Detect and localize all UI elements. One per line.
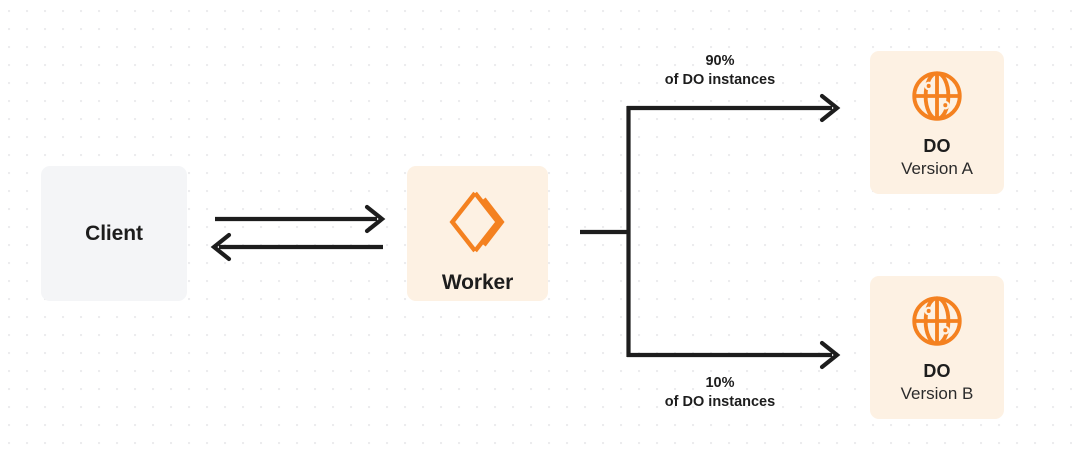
globe-icon (909, 68, 965, 124)
node-do-a-subtitle: Version A (901, 159, 973, 178)
edge-label-do-a-percent: 90% (705, 53, 735, 69)
edge-label-do-a-description: of DO instances (664, 72, 776, 88)
edge-label-do-b: 10% of DO instances (592, 374, 848, 412)
node-do-version-a[interactable]: DO Version A (870, 51, 1004, 194)
node-do-b-subtitle: Version B (900, 384, 974, 403)
node-client-label: Client (85, 221, 143, 245)
edge-worker-to-do-b (627, 340, 841, 370)
node-do-b-title: DO (923, 361, 951, 381)
node-worker-label: Worker (441, 271, 514, 294)
node-worker[interactable]: Worker (407, 166, 548, 301)
node-do-a-title: DO (923, 136, 951, 156)
node-do-version-b[interactable]: DO Version B (870, 276, 1004, 419)
cloudflare-workers-icon (447, 191, 509, 253)
edge-worker-to-do-a (627, 93, 841, 123)
edge-client-to-worker (215, 204, 386, 234)
edge-worker-to-client (210, 232, 383, 262)
node-client[interactable]: Client (41, 166, 187, 301)
edge-branch-trunk (580, 106, 631, 357)
edge-label-do-b-percent: 10% (705, 375, 735, 391)
edge-label-do-b-description: of DO instances (664, 394, 776, 410)
globe-icon (909, 293, 965, 349)
edge-label-do-a: 90% of DO instances (592, 52, 848, 90)
